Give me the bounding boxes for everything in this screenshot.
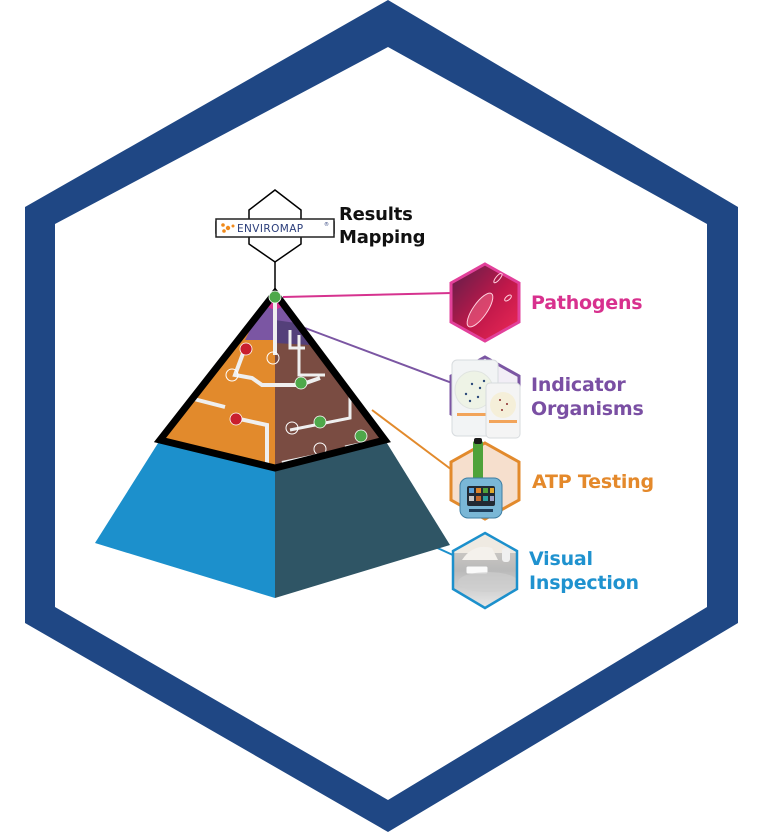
bacteria-icon (466, 272, 512, 328)
label-line: Visual (529, 548, 593, 570)
pathogens-label: Pathogens (531, 291, 643, 315)
pyramid-base-right-face (275, 440, 450, 598)
label-line: Organisms (531, 398, 644, 420)
heading-line: Results (339, 204, 413, 225)
pyramid-upper-outline (153, 287, 391, 472)
label-line: Pathogens (531, 292, 643, 314)
enviromap-logo-icon (221, 223, 235, 233)
visual-inspection-label: Visual Inspection (529, 547, 639, 595)
indicator-icon-hex (449, 355, 521, 439)
trademark-symbol: ® (324, 221, 329, 228)
visual-icon-hex (451, 531, 519, 610)
label-line: ATP Testing (532, 471, 654, 493)
map-point-pass-apex (268, 290, 282, 304)
empty-location-markers (225, 351, 327, 456)
map-points (229, 290, 368, 443)
label-line: Inspection (529, 572, 639, 594)
atp-luminometer-icon (459, 438, 503, 519)
connector-indicator (304, 327, 453, 384)
connector-pathogens (282, 292, 453, 298)
map-point-pass-right-middle (313, 415, 327, 429)
results-mapping-heading: Results Mapping (339, 203, 426, 249)
petri-plate-icon (451, 359, 521, 439)
enviromap-logo-badge: ENVIROMAP ® (215, 189, 335, 292)
map-point-pass-right-lower (354, 429, 368, 443)
atp-testing-label: ATP Testing (532, 470, 654, 494)
pyramid-base-left-face (95, 440, 275, 598)
atp-icon-hex (449, 438, 521, 521)
map-point-fail-left-upper (239, 342, 253, 356)
label-line: Indicator (531, 374, 626, 396)
heading-line: Mapping (339, 227, 426, 248)
enviromap-logo-text: ENVIROMAP (237, 223, 304, 235)
pathogens-icon-hex (449, 262, 521, 343)
map-point-fail-left-lower (229, 412, 243, 426)
connector-atp (371, 409, 453, 471)
indicator-organisms-label: Indicator Organisms (531, 373, 644, 421)
map-point-pass-right-upper (294, 376, 308, 390)
